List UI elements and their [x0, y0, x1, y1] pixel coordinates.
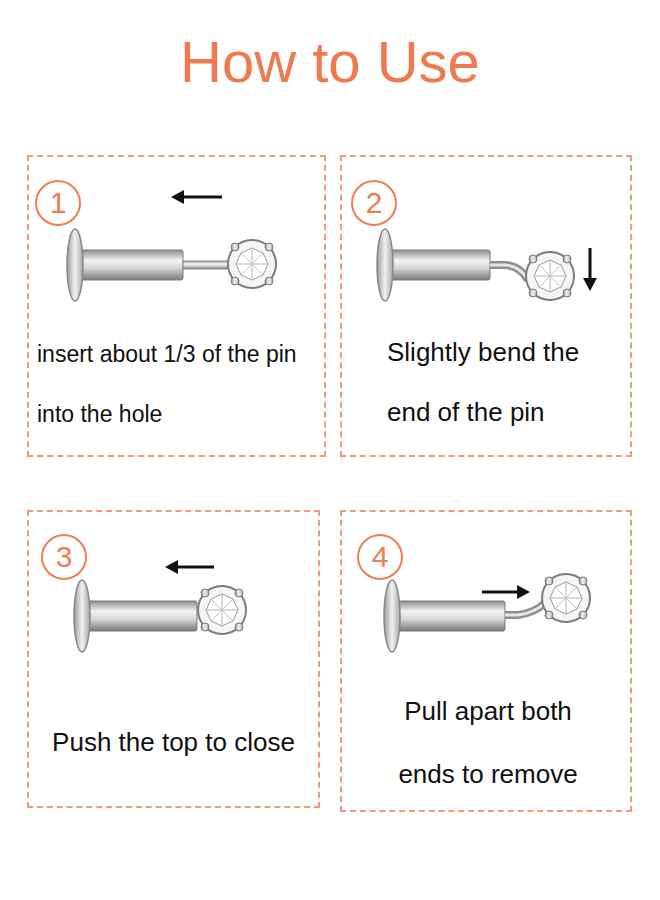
callout-number: 3 — [56, 542, 73, 572]
callout-number: 4 — [372, 542, 389, 572]
step-panel: Slightly bend the end of the pin 2 — [340, 155, 632, 457]
step-panel: Pull apart both ends to remove 4 — [340, 510, 632, 812]
arrow-right — [482, 585, 530, 599]
earring-step1 — [67, 229, 276, 301]
arrow-down — [583, 248, 597, 291]
earring-step2 — [377, 229, 574, 301]
step-number: 4 — [357, 534, 403, 580]
instruction-text: Push the top to close — [31, 712, 316, 772]
step-number: 1 — [35, 180, 81, 226]
instruction-text: insert about 1/3 of the pin into the hol… — [37, 324, 322, 444]
instruction-text: Slightly bend the end of the pin — [387, 322, 627, 442]
earring-step3 — [74, 580, 246, 652]
page-title: How to Use — [0, 30, 660, 94]
arrow-left — [165, 560, 214, 574]
step-number: 3 — [41, 534, 87, 580]
callout-number: 1 — [50, 188, 67, 218]
step-panel: Push the top to close 3 — [27, 510, 320, 808]
callout-number: 2 — [366, 188, 383, 218]
step-number: 2 — [351, 180, 397, 226]
arrow-left — [171, 190, 222, 204]
earring-step4 — [384, 574, 590, 652]
instruction-text: Pull apart both ends to remove — [378, 680, 598, 806]
step-panel: insert about 1/3 of the pin into the hol… — [27, 155, 326, 457]
